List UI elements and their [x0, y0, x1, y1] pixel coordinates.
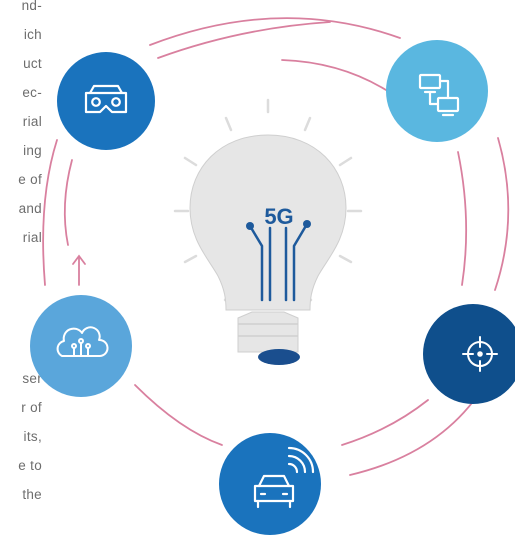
- arc-bottom-right-outer: [349, 394, 479, 476]
- arc-bottom-right-inner: [341, 399, 429, 446]
- node-car: [219, 433, 321, 535]
- text-line: rial: [22, 230, 42, 245]
- bulb-glass: [189, 134, 347, 311]
- clipped-paragraph-bottom: ser r of its, e to the: [0, 364, 42, 509]
- text-line: ser: [22, 371, 42, 386]
- arc-left-inner: [63, 159, 73, 246]
- text-line: ing: [23, 143, 42, 158]
- arc-right-outer: [494, 137, 510, 291]
- text-line: ich: [23, 27, 42, 42]
- arc-bottom-left: [134, 384, 223, 446]
- node-vr: [57, 52, 155, 150]
- text-line: ec-: [22, 85, 42, 100]
- connected-car-icon: [253, 446, 315, 509]
- text-line: uct: [23, 56, 42, 71]
- text-line: and: [18, 201, 42, 216]
- text-line: its,: [23, 429, 42, 444]
- arc-arrow-head: [72, 254, 86, 265]
- text-line: r of: [21, 400, 42, 415]
- arc-left-outer: [42, 139, 58, 286]
- arc-right-inner: [457, 151, 468, 286]
- connected-computers-icon: [418, 73, 460, 117]
- crosshair-target-icon: [462, 336, 498, 372]
- node-cloud: [30, 295, 132, 397]
- bulb-base: [237, 311, 299, 353]
- clipped-paragraph-top: nd- ich uct ec- rial ing e of and rial: [0, 0, 42, 252]
- connector-arcs: [42, 17, 510, 476]
- text-line: nd-: [21, 0, 42, 13]
- text-line: rial: [22, 114, 42, 129]
- node-target: [423, 304, 515, 404]
- center-5g-label: 5G: [264, 204, 293, 229]
- circuit-filament: [246, 220, 311, 302]
- text-line: e to: [18, 458, 42, 473]
- bulb-tip: [258, 349, 300, 365]
- arc-top-right-short: [281, 59, 387, 91]
- text-line: the: [22, 487, 42, 502]
- text-line: e of: [18, 172, 42, 187]
- arc-top-outer: [149, 17, 401, 46]
- vr-headset-icon: [84, 84, 128, 114]
- node-computers: [386, 40, 488, 142]
- light-bulb: [189, 134, 347, 365]
- arc-top-inner: [157, 21, 331, 59]
- cloud-network-icon: [56, 326, 109, 357]
